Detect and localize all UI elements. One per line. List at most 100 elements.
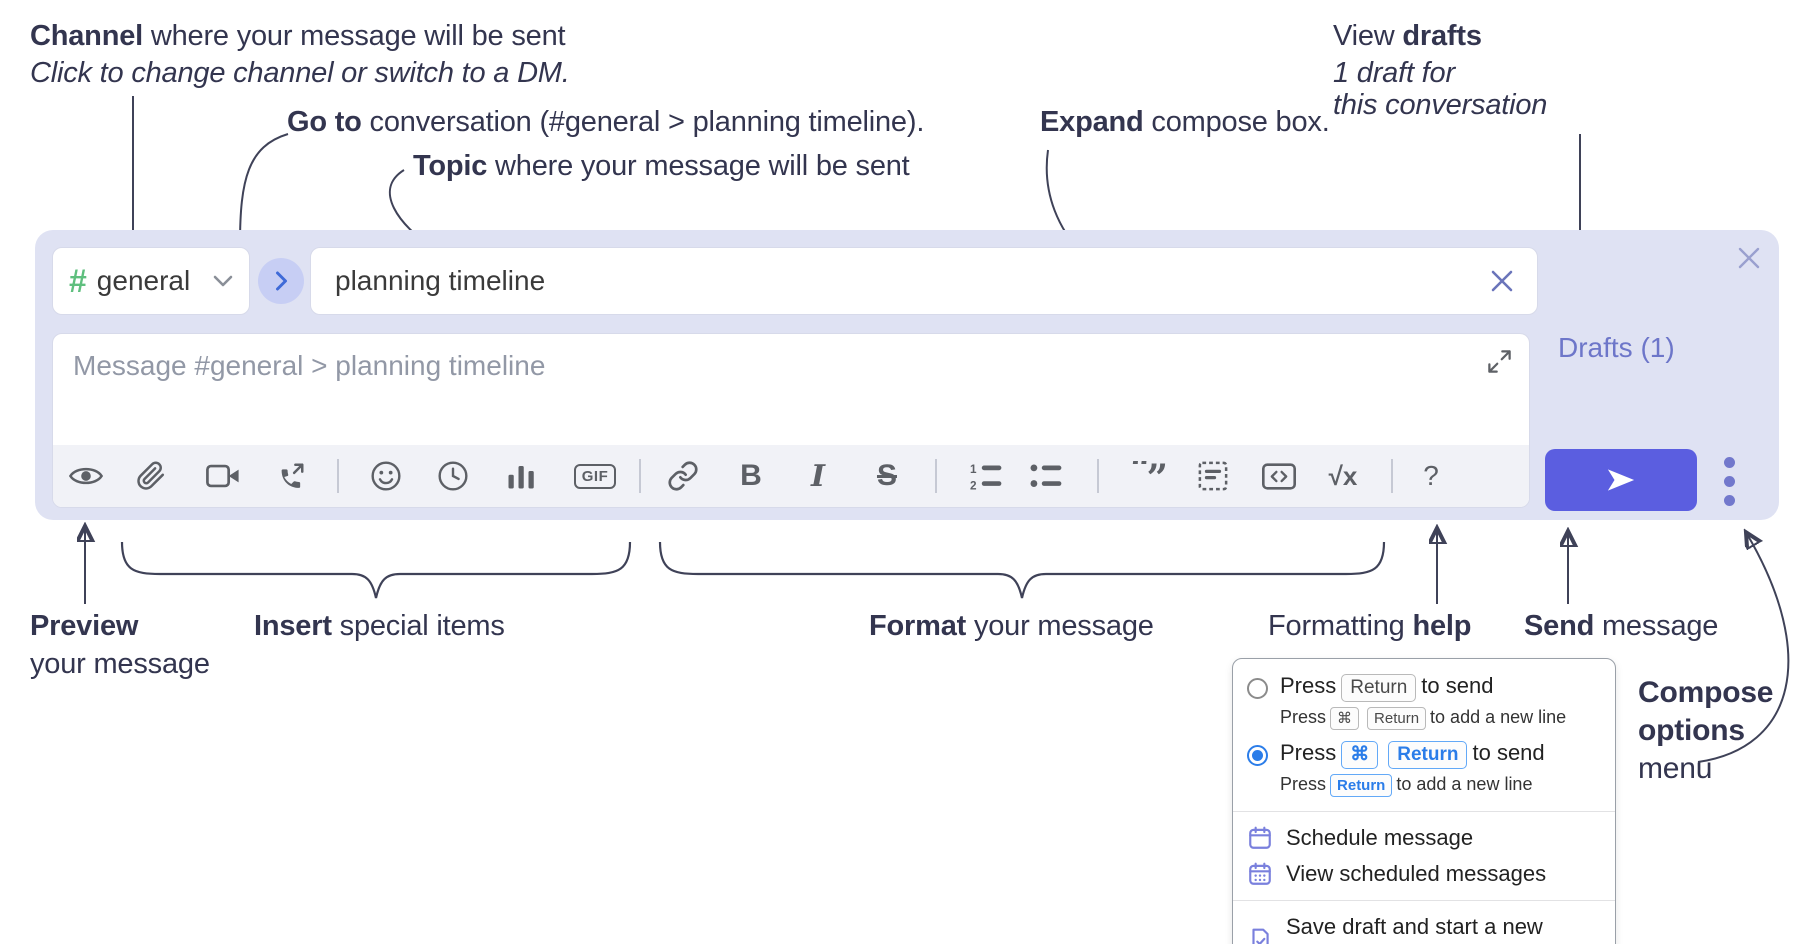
chevron-right-icon (275, 271, 287, 291)
svg-text:1: 1 (970, 463, 977, 476)
goto-annotation-bold: Go to (287, 106, 362, 138)
close-icon (1491, 270, 1513, 292)
close-compose-button[interactable] (1735, 244, 1763, 272)
paperclip-icon (137, 461, 165, 490)
send-button[interactable] (1545, 449, 1697, 511)
attach-file-button[interactable] (129, 454, 173, 498)
menu-divider (1233, 811, 1615, 812)
return-keycap: Return (1330, 774, 1393, 797)
emoji-button[interactable] (364, 454, 408, 498)
format-caption-rest: your message (966, 610, 1154, 642)
calendar-icon (1247, 825, 1273, 851)
compose-options-caption-line2: options (1638, 714, 1745, 747)
phone-call-icon (281, 463, 304, 488)
radio-unselected[interactable] (1247, 678, 1268, 699)
topic-annotation-rest: where your message will be sent (487, 150, 910, 182)
menu-item-save-draft[interactable]: Save draft and start a new message (1233, 909, 1615, 944)
cmd-keycap: ⌘ (1330, 707, 1360, 730)
menu-item-view-scheduled-messages[interactable]: View scheduled messages (1233, 856, 1615, 892)
menu-item-label: Save draft and start a new message (1286, 914, 1543, 944)
voice-call-button[interactable] (269, 454, 313, 498)
preview-caption: Preview (30, 610, 138, 643)
insert-caption-rest: special items (331, 610, 505, 642)
topic-annotation-bold: Topic (413, 150, 488, 182)
cmd-keycap: ⌘ (1341, 741, 1379, 769)
goto-annotation-rest: conversation (#general > planning timeli… (361, 106, 925, 138)
channel-annotation: Channel where your message will be sent (30, 20, 566, 53)
send-caption-bold: Send (1524, 610, 1595, 642)
spoiler-button[interactable] (1191, 454, 1235, 498)
svg-text:”: ” (1147, 461, 1169, 491)
option-subtext: Press (1280, 774, 1327, 794)
view-drafts-line2: 1 draft for (1333, 57, 1455, 89)
option-text: to send (1421, 673, 1494, 698)
option-subtext: to add a new line (1396, 774, 1533, 794)
bold-button[interactable]: B (729, 454, 773, 498)
kebab-dot (1723, 494, 1735, 506)
format-caption: Format your message (869, 610, 1154, 643)
clock-icon (438, 461, 468, 491)
go-to-conversation-button[interactable] (258, 258, 304, 304)
strikethrough-icon: S (876, 459, 897, 492)
drafts-link[interactable]: Drafts (1) (1558, 332, 1675, 363)
toolbar-divider (1097, 459, 1099, 493)
add-poll-button[interactable] (499, 454, 543, 498)
close-icon (1738, 247, 1760, 269)
code-button[interactable] (1257, 454, 1301, 498)
strikethrough-button[interactable]: S (865, 454, 909, 498)
quote-icon: “ ” (1130, 461, 1168, 491)
svg-text:“: “ (1130, 461, 1152, 490)
italic-icon: I (810, 458, 826, 494)
quote-button[interactable]: “ ” (1127, 454, 1171, 498)
radio-selected[interactable] (1247, 745, 1268, 766)
menu-item-schedule-message[interactable]: Schedule message (1233, 820, 1615, 856)
kebab-dot (1723, 475, 1735, 487)
preview-button[interactable] (64, 454, 108, 498)
gif-icon: GIF (573, 463, 617, 489)
preview-caption-bold: Preview (30, 610, 139, 642)
numbered-list-icon: 1 2 (970, 463, 1002, 491)
bulleted-list-button[interactable] (1025, 454, 1069, 498)
compose-options-button[interactable] (1717, 452, 1741, 510)
numbered-list-button[interactable]: 1 2 (965, 454, 1009, 498)
preview-caption-line2: your message (30, 648, 210, 680)
channel-annotation-line2: Click to change channel or switch to a D… (30, 57, 570, 89)
insert-caption-bold: Insert (254, 610, 332, 642)
spoiler-icon (1198, 461, 1228, 491)
send-icon (1607, 469, 1635, 491)
expand-annotation: Expand compose box. (1040, 106, 1330, 139)
bold-icon: B (740, 459, 762, 492)
return-keycap: Return (1341, 674, 1417, 702)
italic-button[interactable]: I (796, 454, 840, 498)
math-button[interactable]: √x (1315, 454, 1371, 498)
toolbar-divider (935, 459, 937, 493)
clear-topic-button[interactable] (1489, 268, 1515, 294)
compose-options-caption-line3: menu (1638, 752, 1713, 785)
channel-selector[interactable]: # general (52, 247, 250, 315)
topic-field (310, 247, 1538, 315)
compose-options-caption-line1: Compose (1638, 676, 1774, 709)
video-call-button[interactable] (201, 454, 245, 498)
channel-name: general (96, 265, 191, 296)
topic-annotation: Topic where your message will be sent (413, 150, 910, 183)
menu-divider (1233, 900, 1615, 901)
draft-check-icon (1247, 927, 1273, 944)
expand-compose-button[interactable] (1486, 348, 1513, 375)
return-keycap: Return (1388, 741, 1468, 769)
add-gif-button[interactable]: GIF (567, 454, 623, 498)
add-global-time-button[interactable] (431, 454, 475, 498)
toolbar-divider (337, 459, 339, 493)
formatting-help-button[interactable]: ? (1409, 454, 1453, 498)
message-input[interactable] (53, 334, 1529, 444)
option-text: to send (1472, 740, 1545, 765)
link-button[interactable] (661, 454, 705, 498)
formatting-help-bold: help (1412, 610, 1472, 642)
bar-chart-icon (508, 466, 534, 489)
link-icon (668, 461, 698, 491)
topic-input[interactable] (311, 265, 1489, 297)
option-text: Press (1280, 673, 1337, 698)
message-area: GIF B I S (52, 333, 1530, 508)
